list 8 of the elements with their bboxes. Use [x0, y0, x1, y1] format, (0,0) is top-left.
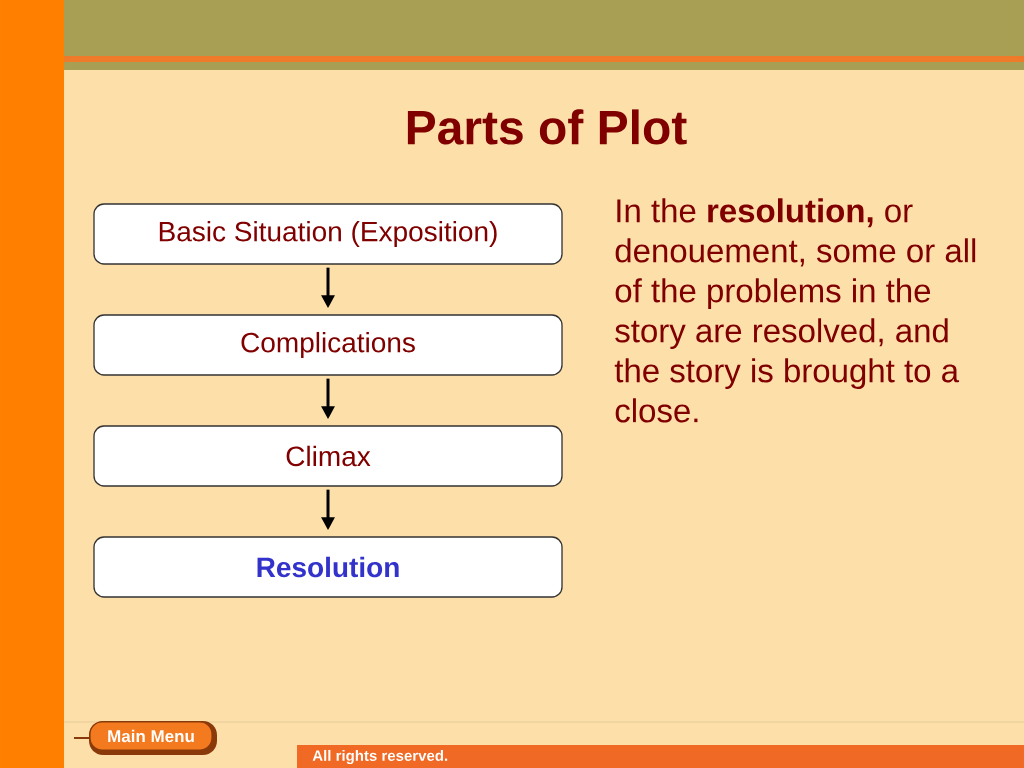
paragraph: In the resolution, or denouement, some or all of the problems in the story are resolved, and the story is brought to a close. — [614, 198, 976, 423]
process-box: Climax — [93, 425, 563, 487]
slide-title: Parts of Plot — [407, 109, 687, 145]
footer-bar: All rights reserved. — [297, 745, 1024, 768]
main-menu-button: Main Menu — [73, 721, 217, 755]
process-box: Basic Situation (Exposition) — [93, 203, 563, 265]
process-box: Resolution — [93, 536, 563, 598]
process-box: Complications — [93, 314, 563, 376]
